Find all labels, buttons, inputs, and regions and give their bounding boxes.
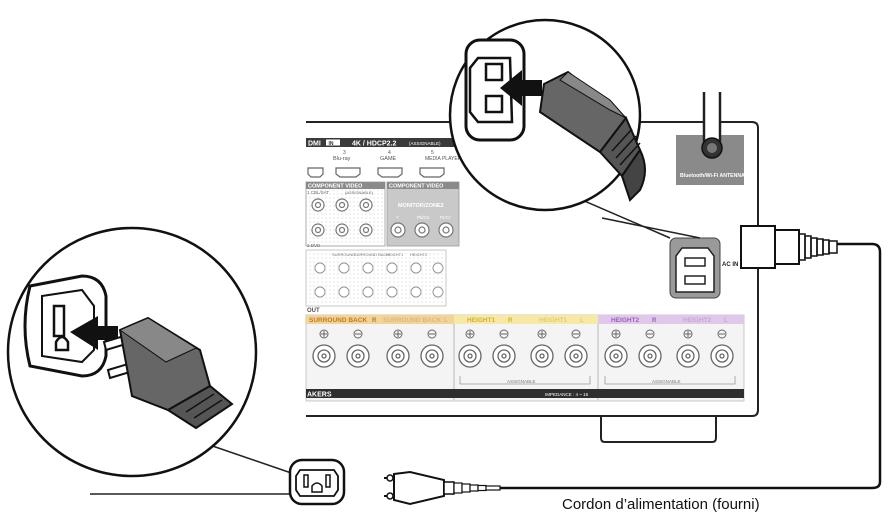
hdmi-port-4-num: 4 <box>388 150 391 156</box>
pre-out-surround-back: SURROUND BACK <box>354 252 389 257</box>
hdmi-port-3-name: Blu-ray <box>333 156 351 162</box>
assignable-label-2: ASSIGNABLE <box>652 379 681 384</box>
hdmi-port <box>335 167 361 178</box>
spk-h1-l-label: HEIGHT1 <box>539 317 568 324</box>
spk-h1-l-badge: L <box>580 318 584 324</box>
hdmi-port <box>307 167 324 178</box>
spk-h2-l-label: HEIGHT2 <box>683 317 712 324</box>
component-video-out-label: COMPONENT VIDEO <box>389 184 444 190</box>
monitor-zone2-label: MONITOR/ZONE2 <box>398 203 444 209</box>
insert-arrow-icon <box>500 70 542 106</box>
outlet-icon <box>288 458 346 506</box>
impedance-label: IMPEDANCE : 4 ~ 16 <box>545 392 589 397</box>
hdmi-port-3-num: 3 <box>343 150 346 156</box>
iec-plug-closeup <box>538 70 646 202</box>
bluetooth-wifi-antenna: Bluetooth/Wi-Fi ANTENNA <box>676 92 745 185</box>
hdmi-port <box>419 167 445 178</box>
wall-plug-closeup <box>102 316 234 430</box>
receiver-rear-panel: DMI IN 4K / HDCP2.2 (ASSIGNABLE) 3 Blu-r… <box>305 92 759 443</box>
hdmi-port-row <box>307 167 445 178</box>
spk-h2-r-label: HEIGHT2 <box>611 317 640 324</box>
assignable-label-1: ASSIGNABLE <box>507 379 536 384</box>
cbl-sat-label: 1 CBL/SAT <box>307 190 329 195</box>
pre-out-height1: HEIGHT1 <box>386 252 404 257</box>
hdmi-in-badge: IN <box>329 141 334 147</box>
zoom-callout-wall-outlet <box>6 226 301 495</box>
spk-h2-l-badge: L <box>724 318 728 324</box>
spk-h1-r-badge: R <box>508 318 513 324</box>
comp-jack-y: Y <box>396 215 399 220</box>
speakers-label: AKERS <box>307 392 332 399</box>
component-video-note: (ASSIGNABLE) <box>345 190 374 195</box>
ac-in-label: AC IN <box>722 262 738 268</box>
pre-out-surround: SURROUND <box>332 252 355 257</box>
ac-in-inlet <box>669 237 721 299</box>
comp-jack-pb: Pb/Cb <box>417 215 430 220</box>
hdmi-header: 4K / HDCP2.2 <box>352 141 396 148</box>
power-cord-plug <box>384 470 501 506</box>
hdmi-port-5-num: 5 <box>431 150 434 156</box>
dvd-label: 2 DVD <box>307 243 321 248</box>
out-label: OUT <box>307 308 320 314</box>
pre-out-height2: HEIGHT2 <box>410 252 428 257</box>
zoom-callout-ac-inlet <box>448 18 701 239</box>
component-video-label: COMPONENT VIDEO <box>308 184 363 190</box>
hdmi-port <box>377 167 403 178</box>
speaker-terminals <box>312 344 734 368</box>
spk-sb-r-badge: R <box>372 318 377 324</box>
spk-h2-r-badge: R <box>652 318 657 324</box>
hdmi-port-5-name: MEDIA PLAYER <box>425 156 462 162</box>
hdmi-port-4-name: GAME <box>380 156 397 162</box>
hdmi-label: DMI <box>308 141 321 148</box>
iec-plug-connected <box>500 225 882 490</box>
spk-sb-l-label: SURROUND BACK <box>383 317 441 324</box>
spk-sb-r-label: SURROUND BACK <box>309 317 367 324</box>
spk-sb-l-badge: L <box>444 318 448 324</box>
comp-jack-pr: Pr/Cr <box>440 215 451 220</box>
receiver-foot <box>600 416 717 443</box>
insert-arrow-icon <box>70 316 118 350</box>
antenna-label: Bluetooth/Wi-Fi ANTENNA <box>680 173 745 179</box>
rca-jacks <box>311 198 454 238</box>
spk-h1-r-label: HEIGHT1 <box>467 317 496 324</box>
hdmi-header-note: (ASSIGNABLE) <box>409 141 441 146</box>
power-cord-caption: Cordon d’alimentation (fourni) <box>562 496 760 513</box>
